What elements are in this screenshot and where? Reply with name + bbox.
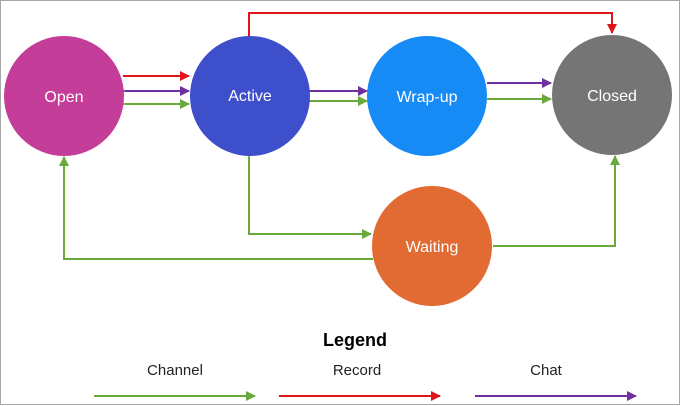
channel-arrow-waiting-to-open [59,156,373,260]
node-waiting-circle [372,186,492,306]
channel-arrow-waiting-to-closed [493,155,620,247]
node-open-circle [4,36,124,156]
channel-arrow-active-waiting [244,148,372,239]
legend-label-channel: Channel [147,362,203,379]
node-closed-circle [552,35,672,155]
legend-title: Legend [323,330,387,350]
connectors [59,12,620,260]
legend-label-record: Record [333,362,381,379]
node-active-circle [190,36,310,156]
node-waiting-label: Waiting [406,239,459,256]
node-open: Open [4,36,124,156]
node-wrapup-circle [367,36,487,156]
legend: Legend Channel Record Chat [94,330,637,401]
node-waiting: Waiting [372,186,492,306]
node-closed-label: Closed [587,88,637,105]
node-wrapup: Wrap-up [367,36,487,156]
node-active-label: Active [228,88,272,105]
node-closed: Closed [552,35,672,155]
record-arrow-active-to-closed [248,12,617,37]
node-open-label: Open [44,89,83,106]
legend-label-chat: Chat [530,362,563,379]
node-wrapup-label: Wrap-up [396,89,457,106]
node-active: Active [190,36,310,156]
